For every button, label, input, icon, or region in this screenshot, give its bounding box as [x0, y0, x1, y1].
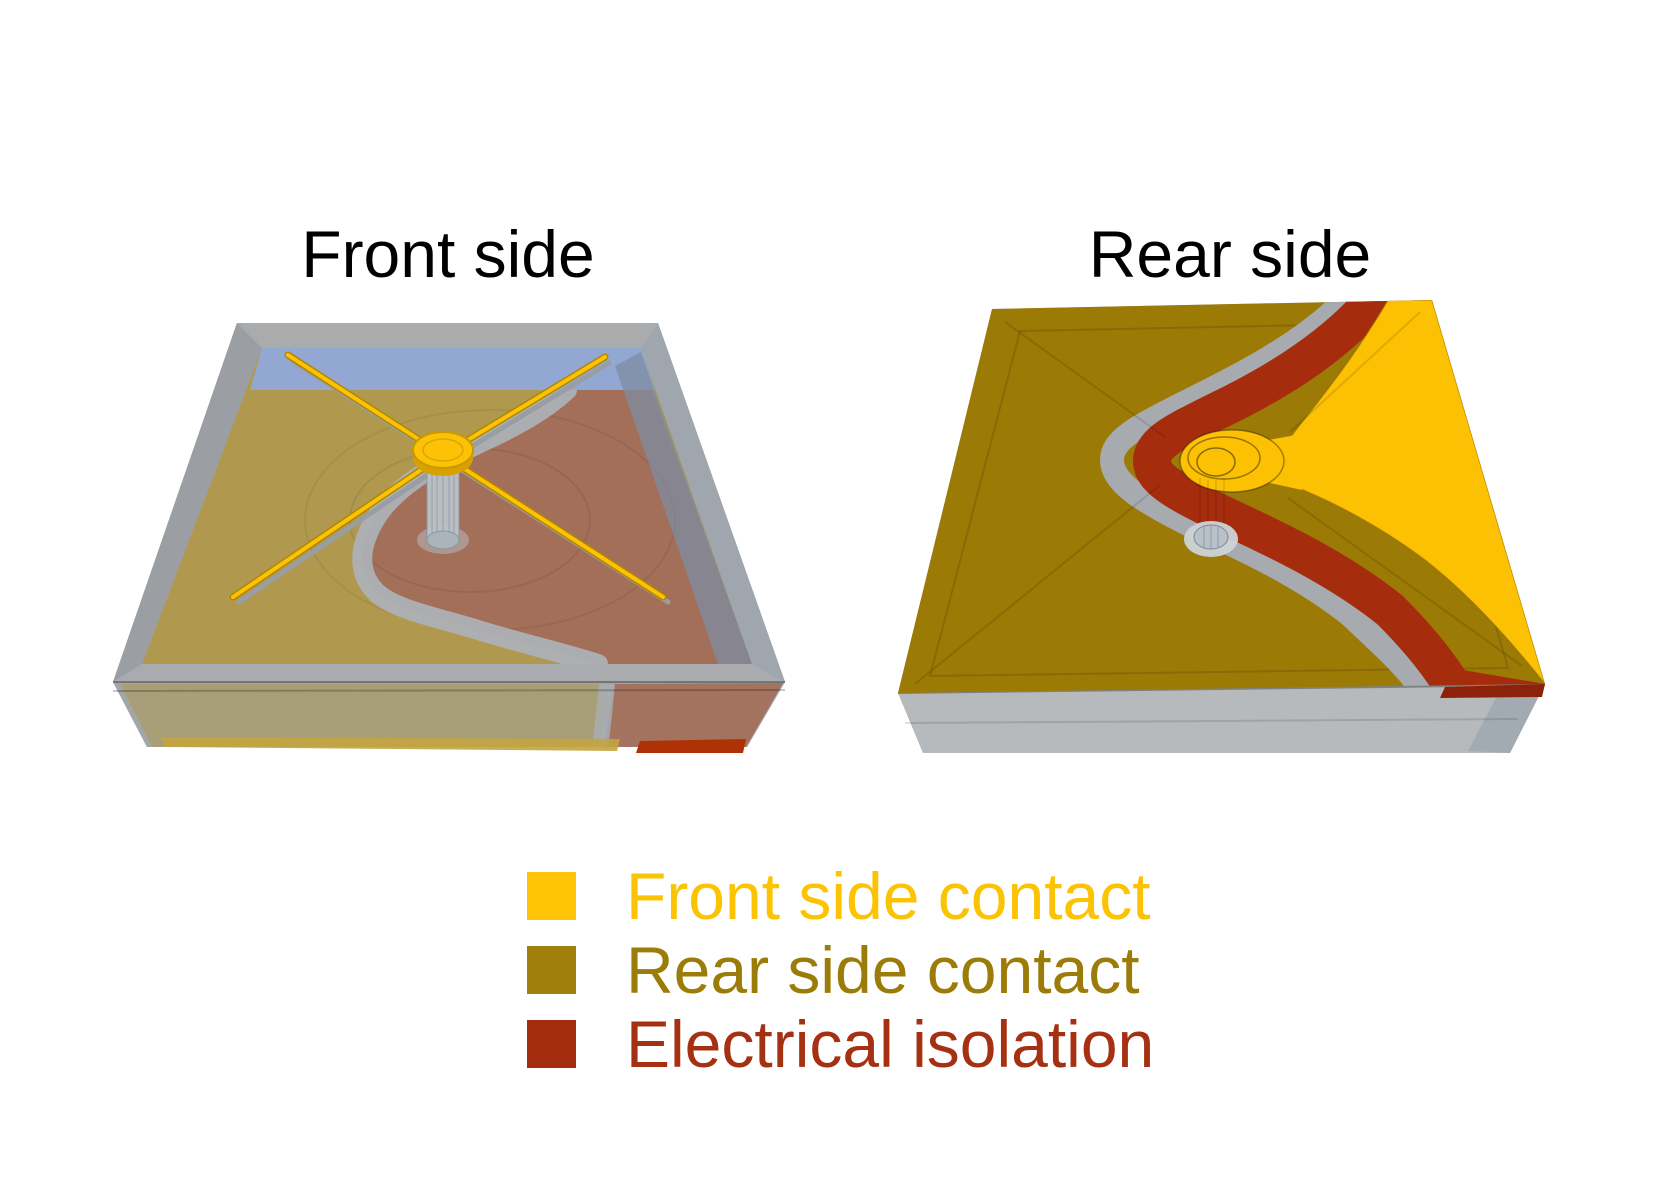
- rear-device-figure: [897, 300, 1546, 753]
- front-device-figure: [112, 323, 786, 753]
- wafer-edge-frame: [113, 323, 785, 683]
- rear-bottom-wall: [897, 684, 1546, 753]
- via-pad-ring-inner: [1196, 447, 1236, 477]
- legend-item-electrical-isolation: Electrical isolation: [527, 1011, 1154, 1077]
- isolation-edge-strip: [636, 739, 746, 753]
- front-side-title: Front side: [301, 217, 595, 291]
- rear-side-title: Rear side: [1088, 217, 1372, 291]
- legend-item-rear-side-contact: Rear side contact: [527, 937, 1154, 1003]
- rear-side-contact-label: Rear side contact: [626, 933, 1140, 1007]
- legend: Front side contact Rear side contact Ele…: [527, 863, 1154, 1094]
- front-side-contact-swatch: [527, 872, 576, 920]
- legend-item-front-side-contact: Front side contact: [527, 863, 1154, 929]
- via-cylinder-rear: [1184, 478, 1238, 557]
- via-pad-ring-outer: [1187, 436, 1261, 480]
- via-pad-disc: [412, 431, 474, 476]
- rear-side-contact-swatch: [527, 946, 576, 994]
- finger-lines-through-wafer: [914, 311, 1523, 685]
- front-bottom-wall: [112, 682, 786, 753]
- via-cylinder: [417, 457, 469, 554]
- passivation-blue-band: [250, 348, 655, 390]
- front-side-contact-fingers: [229, 351, 667, 601]
- rear-contact-edge-strip: [160, 737, 620, 751]
- electrical-isolation-swatch: [527, 1020, 576, 1068]
- right-edge-blue-stripe: [615, 352, 752, 664]
- trench-band-rear: [1099, 300, 1437, 693]
- front-side-contact-region: [1179, 300, 1545, 685]
- rear-face-inset-line: [928, 321, 1510, 678]
- electrical-isolation-label: Electrical isolation: [626, 1007, 1155, 1081]
- isolation-edge-face: [1440, 684, 1545, 698]
- front-side-contact-label: Front side contact: [626, 859, 1151, 933]
